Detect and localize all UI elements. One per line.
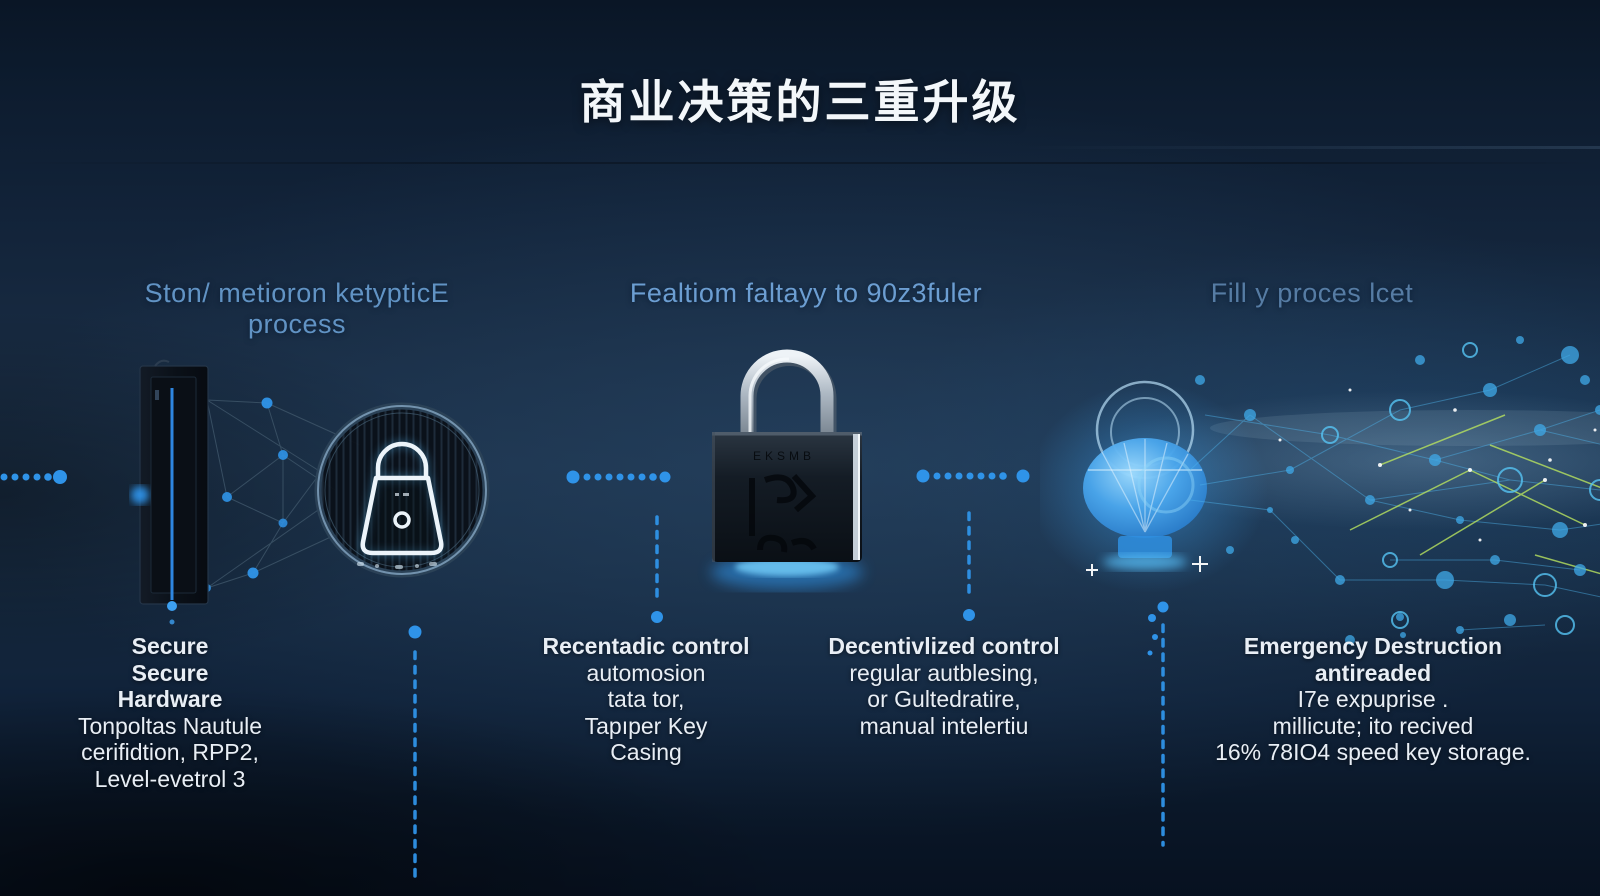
callout-title-line: Secure <box>131 633 209 659</box>
callout-secure-hardware: Secure Secure Hardware Tonpoltas Nautule… <box>20 633 320 792</box>
callout-body-line: I7e expuprise . <box>1297 686 1449 712</box>
callout-body-line: regular autblesing, <box>849 659 1039 686</box>
server-slab-icon <box>131 359 209 625</box>
engraved-glyphs <box>749 473 817 553</box>
badge-tick-marks <box>357 562 437 569</box>
data-stream-graphic <box>1040 336 1600 656</box>
padlock-engraving: EKSMB <box>753 449 815 463</box>
callout-decentralized-control: Decentivlized control regular autblesing… <box>794 633 1094 739</box>
page-title: 商业决策的三重升级 <box>579 75 1021 129</box>
callout-title-line: Recentadic control <box>542 633 750 659</box>
callout-body-line: or Gultedratire, <box>867 686 1021 712</box>
section-header-process: Fill y proces lcet <box>1210 278 1414 308</box>
callout-body-line: tata tor, <box>607 686 685 712</box>
callout-body-line: Tapıper Key <box>584 712 708 739</box>
section-header-key-process: Ston/ metioron ketypticE process <box>144 278 450 339</box>
callout-title-line: Emergency Destruction <box>1243 633 1503 659</box>
callout-body-line: millicute; ito recived <box>1272 712 1474 739</box>
callout-body-line: automosion <box>586 659 706 686</box>
background-seam <box>0 162 1600 164</box>
sparkle-icon <box>1086 556 1208 576</box>
callout-body-line: cerifidtion, RPP2, <box>81 739 259 765</box>
callout-body-line: manual intelertiu <box>859 712 1029 739</box>
padlock-icon: EKSMB <box>711 349 863 589</box>
callout-title-line: antireaded <box>1314 659 1432 686</box>
callout-title-line: Decentivlized control <box>828 633 1060 659</box>
callout-body-line: Tonpoltas Nautule <box>77 712 263 739</box>
padlock-shackle <box>740 349 834 438</box>
network-nodes <box>203 397 288 592</box>
background-streak <box>1020 146 1600 149</box>
callout-title-line: Hardware <box>117 686 223 712</box>
hsm-device-graphic <box>131 359 490 625</box>
particle-network-graphic <box>1189 336 1600 645</box>
section-header-gateway: Fealtiom faltayy to 90z3fuler <box>629 278 983 308</box>
callout-body-line: Level-evetrol 3 <box>94 765 246 792</box>
callout-body-line: 16% 78IO4 speed key storage. <box>1215 739 1531 765</box>
callout-emergency-destruction: Emergency Destruction antireaded I7e exp… <box>1198 633 1548 766</box>
padlock-body: EKSMB <box>712 432 862 562</box>
energy-orb-icon <box>1083 438 1208 656</box>
green-network-lines <box>1349 414 1600 575</box>
callout-recentadic-control: Recentadic control automosion tata tor, … <box>496 633 796 766</box>
lock-badge-icon <box>314 402 490 578</box>
callout-title-line: Secure <box>131 659 209 686</box>
orb-drip-dots <box>1147 614 1158 656</box>
callout-body-line: Casing <box>610 739 682 765</box>
